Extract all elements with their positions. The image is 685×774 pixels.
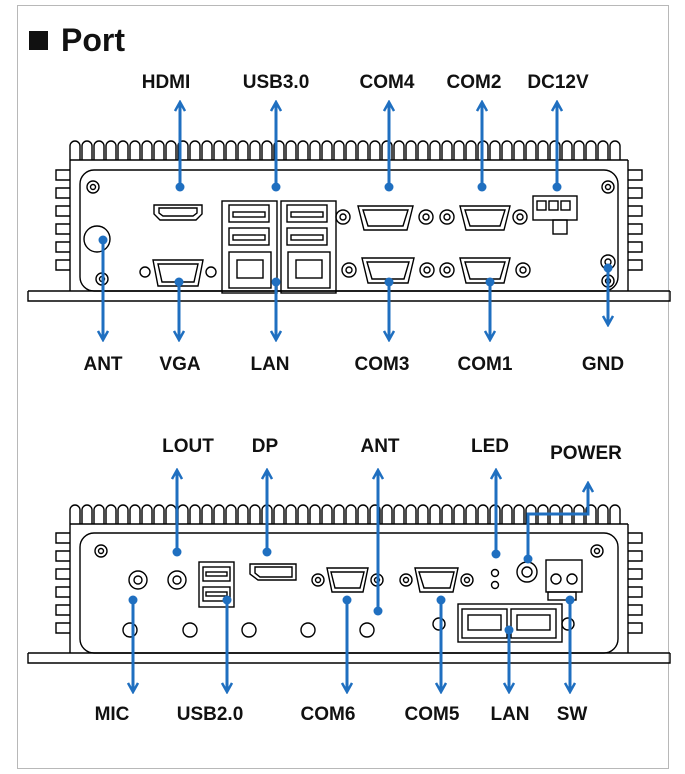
label-com4: COM4 (360, 72, 415, 93)
top-panel (27, 140, 671, 302)
top-heatsink-fins (69, 140, 621, 160)
top-com4-port (335, 205, 434, 231)
title-text: Port (61, 21, 125, 58)
bottom-labels: LOUT DP ANT LED POWER MIC USB2.0 COM6 CO… (95, 436, 623, 725)
label-dp: DP (252, 436, 279, 457)
top-left-side-fins (55, 169, 70, 271)
top-hdmi-port (153, 204, 203, 221)
label-lout: LOUT (162, 436, 214, 457)
label-lan-bottom: LAN (490, 704, 529, 725)
label-ant-top: ANT (83, 354, 122, 375)
bottom-mic-jack (128, 570, 148, 590)
bottom-mounting-flange (27, 652, 671, 664)
bottom-sw-terminal (545, 559, 583, 601)
top-com2-port (439, 205, 528, 231)
top-ant-port (83, 225, 111, 253)
callout-arrows (99, 102, 613, 692)
label-lan-top: LAN (250, 354, 289, 375)
bottom-front-panel (79, 532, 619, 654)
bottom-right-side-fins (628, 532, 643, 634)
bottom-com6-port (311, 567, 384, 593)
bottom-panel (27, 504, 671, 664)
top-com1-port (439, 257, 531, 284)
label-led: LED (471, 436, 509, 457)
square-bullet-icon (29, 30, 48, 50)
top-vga-port (152, 259, 204, 287)
label-com3: COM3 (355, 354, 410, 375)
top-usb-lan-stack-b (280, 200, 337, 294)
label-hdmi: HDMI (142, 72, 191, 93)
bottom-lout-jack (167, 570, 187, 590)
label-dc12v: DC12V (527, 72, 589, 93)
arrow-power (526, 483, 588, 555)
label-vga: VGA (159, 354, 200, 375)
label-usb30: USB3.0 (243, 72, 310, 93)
top-labels: HDMI USB3.0 COM4 COM2 DC12V ANT VGA LAN … (83, 72, 624, 375)
label-sw: SW (557, 704, 588, 725)
label-gnd: GND (582, 354, 624, 375)
label-mic: MIC (95, 704, 130, 725)
top-com3-port (341, 257, 435, 284)
label-ant-bottom: ANT (360, 436, 399, 457)
bottom-led-1 (490, 568, 500, 578)
bottom-power-button (516, 561, 538, 583)
top-usb-lan-stack-a (221, 200, 278, 294)
top-right-side-fins (628, 169, 643, 271)
bottom-usb2-stack (198, 561, 235, 608)
label-com5: COM5 (405, 704, 460, 725)
label-usb20: USB2.0 (177, 704, 244, 725)
label-power: POWER (550, 443, 622, 464)
bottom-com5-port (399, 567, 474, 593)
bottom-led-2 (490, 580, 500, 590)
label-com2: COM2 (447, 72, 502, 93)
bottom-left-side-fins (55, 532, 70, 634)
bottom-dp-port (249, 563, 297, 581)
label-com1: COM1 (458, 354, 513, 375)
top-dc12v-jack (532, 195, 578, 235)
page-title: Port (29, 20, 125, 60)
top-mounting-flange (27, 290, 671, 302)
label-com6: COM6 (301, 704, 356, 725)
